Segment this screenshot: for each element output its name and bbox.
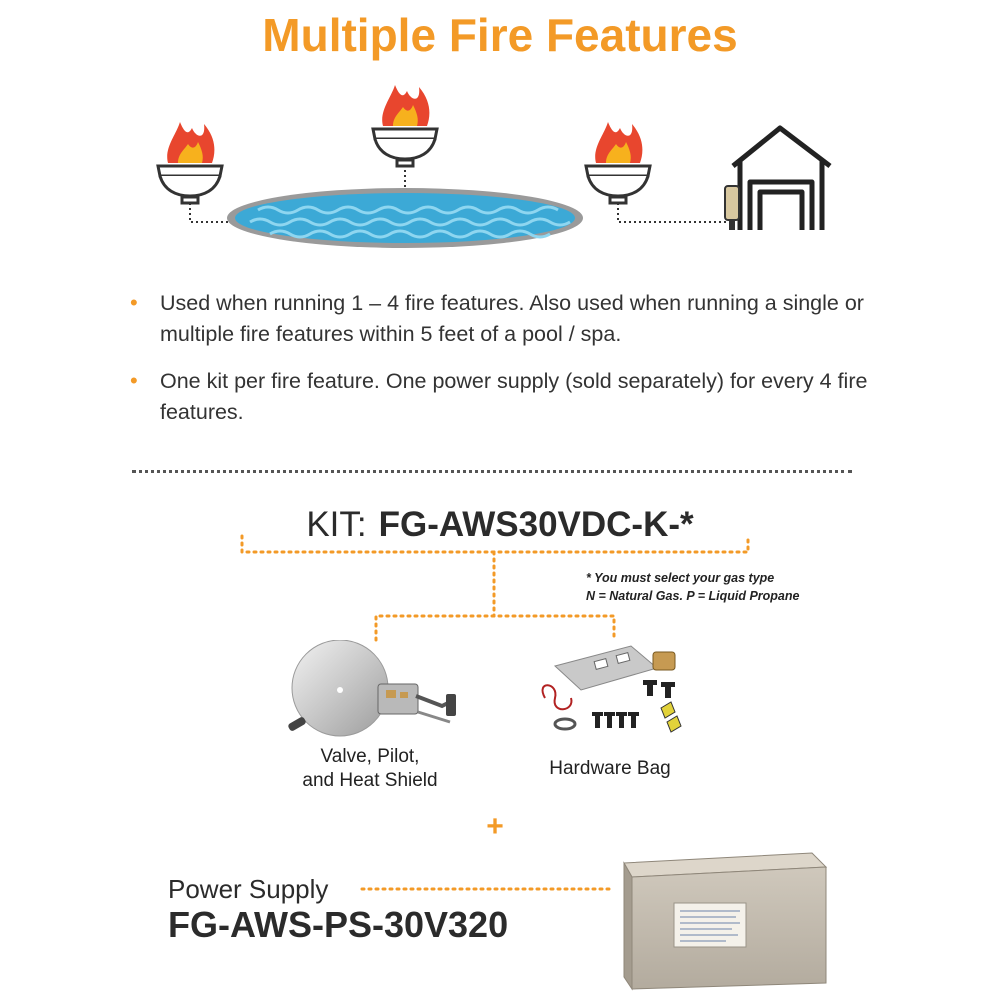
fire-bowl-icon [156,122,224,205]
fire-bowl-icon [584,122,652,205]
pool-icon [227,188,583,248]
list-item: •Used when running 1 – 4 fire features. … [130,288,890,350]
dotted-divider [132,470,852,473]
kit-label: KIT: [306,505,367,544]
page-title: Multiple Fire Features [262,9,738,61]
component-caption: Hardware Bag [549,758,671,779]
bullet-icon: • [130,290,138,315]
power-supply-label: Power Supply [168,874,329,904]
list-item: •One kit per fire feature. One power sup… [130,366,890,428]
component-caption: Valve, Pilot, and Heat Shield [302,746,438,791]
power-supply-model: FG-AWS-PS-30V320 [168,904,509,945]
fire-bowl-icon [371,85,439,168]
plus-sign: + [486,810,504,843]
kit-heading: KIT: FG-AWS30VDC-K-* [0,505,1000,545]
power-supply-icon [623,852,828,991]
kit-model: FG-AWS30VDC-K-* [378,505,694,544]
valve-pilot-heat-shield-image [288,640,456,737]
gas-type-note: * You must select your gas type N = Natu… [586,571,800,603]
fire-features-scene [156,85,832,248]
bullet-icon: • [130,368,138,393]
connector-lines [189,165,730,223]
house-icon [724,125,832,230]
hardware-bag-image [541,645,682,733]
feature-bullet-list: •Used when running 1 – 4 fire features. … [130,288,890,444]
